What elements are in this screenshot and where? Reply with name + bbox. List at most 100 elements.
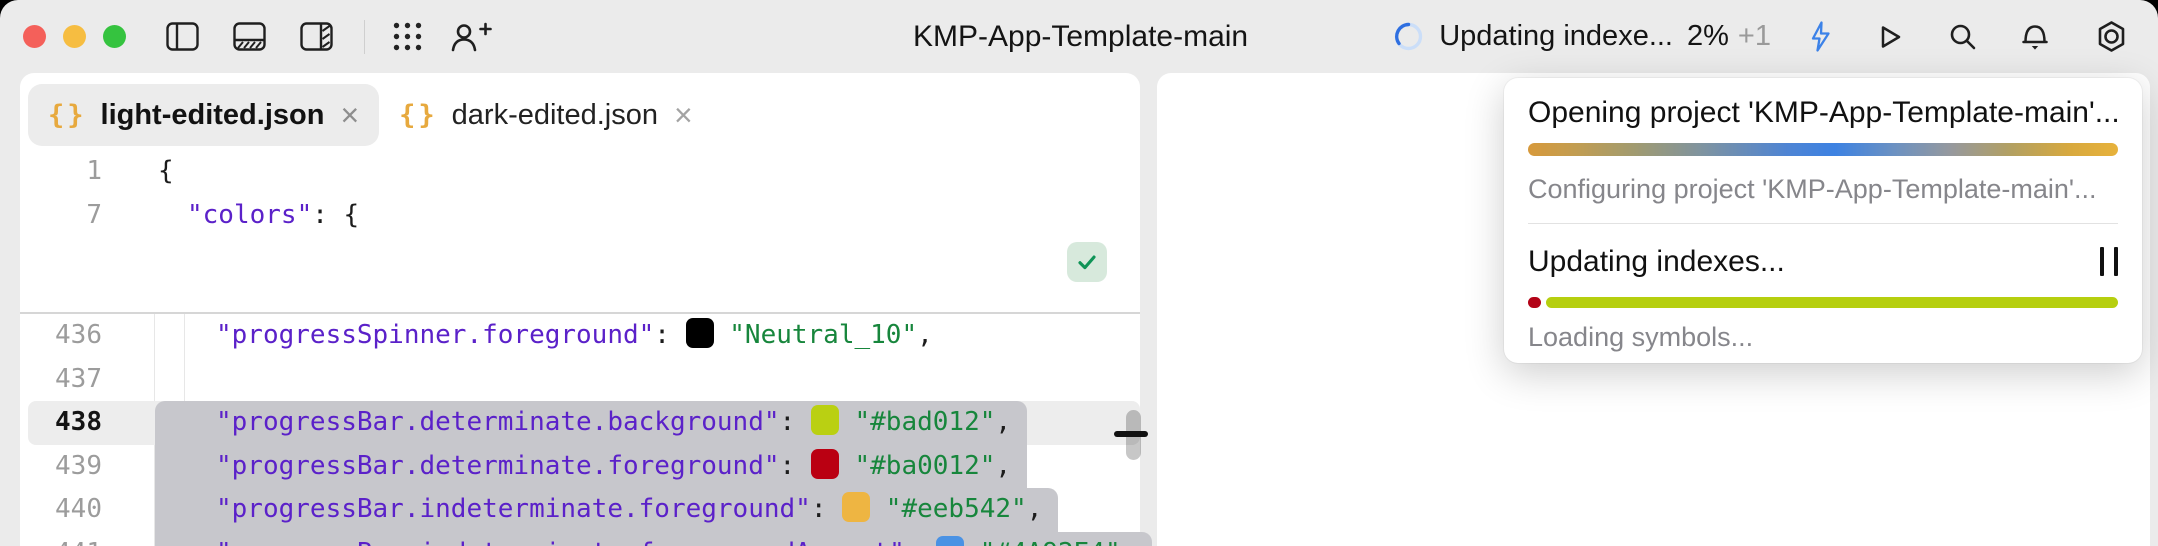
code-token: "#bad012" <box>854 407 996 437</box>
code-line-440[interactable]: 440 "progressBar.indeterminate.foreground… <box>20 488 1140 532</box>
code-token <box>839 407 855 437</box>
quick-actions-bolt-icon[interactable] <box>1807 20 1834 53</box>
code-token: , <box>1026 494 1043 524</box>
color-swatch[interactable] <box>936 535 965 546</box>
notifications-bell-icon[interactable] <box>2021 21 2049 52</box>
checkmark-icon <box>1078 255 1096 270</box>
code-line-441[interactable]: 441 "progressBar.indeterminate.foreground… <box>20 531 1153 546</box>
search-icon[interactable] <box>1948 22 1977 51</box>
invite-collaborator-icon[interactable] <box>448 21 494 53</box>
toggle-left-panel-icon[interactable] <box>166 22 199 51</box>
code-line-content: "progressSpinner.foreground": "Neutral_1… <box>155 314 933 358</box>
code-line-7[interactable]: 7 "colors": { <box>20 194 1140 238</box>
code-token: "progressBar.determinate.background" <box>216 407 780 437</box>
background-task-count-badge: +1 <box>1737 20 1771 52</box>
code-line-436[interactable]: 436 "progressSpinner.foreground": "Neutra… <box>20 314 1140 358</box>
title-bar: KMP-App-Template-main Updating indexe...… <box>0 0 2158 73</box>
code-token: "#4A92E4" <box>980 538 1121 546</box>
tab-light-edited.json[interactable]: {} light-edited.json × <box>28 84 380 146</box>
toolbar-divider <box>364 19 365 54</box>
sticky-lines: 1{7"colors": { <box>20 150 1140 237</box>
task-title: Updating indexes... <box>1528 246 2118 278</box>
code-token: : <box>905 538 936 546</box>
scrollbar-caret-marker <box>1114 431 1148 437</box>
line-number[interactable]: 440 <box>55 494 102 524</box>
code-token: , <box>1121 538 1137 546</box>
tab-close-icon[interactable]: × <box>340 97 360 133</box>
code-token: , <box>917 320 933 350</box>
code-token: : <box>654 320 686 350</box>
tab-bar: {} light-edited.json × {} dark-edited.json × <box>28 84 713 146</box>
background-tasks-spinner-icon <box>1393 21 1424 52</box>
code-token: , <box>995 407 1012 437</box>
task-subtitle: Configuring project 'KMP-App-Template-ma… <box>1528 174 2097 204</box>
sticky-lines-divider <box>20 312 1140 314</box>
code-token <box>870 494 886 524</box>
workspaces-grid-icon[interactable] <box>392 21 423 52</box>
code-line-439[interactable]: 439 "progressBar.determinate.foreground":… <box>20 444 1140 488</box>
code-token: "Neutral_10" <box>729 320 918 350</box>
toggle-bottom-panel-icon[interactable] <box>233 22 266 51</box>
background-task-percent: 2% <box>1687 20 1729 52</box>
code-token: "#ba0012" <box>854 450 996 481</box>
color-swatch[interactable] <box>810 405 839 435</box>
code-token: "progressSpinner.foreground" <box>216 320 655 350</box>
task-title: Opening project 'KMP-App-Template-main'.… <box>1528 96 2120 129</box>
close-window-button[interactable] <box>23 25 46 48</box>
code-line-content: "colors": { <box>155 194 359 238</box>
settings-gear-icon[interactable] <box>2095 20 2128 53</box>
code-line-content <box>155 358 216 402</box>
progress-done-segment <box>1528 297 1541 308</box>
color-swatch[interactable] <box>685 318 714 348</box>
code-editor[interactable]: 1{7"colors": { 436"progressSpinner.foreg… <box>20 150 1153 546</box>
json-file-icon: {} <box>399 99 438 131</box>
code-token: { <box>158 156 174 186</box>
line-number[interactable]: 437 <box>55 363 102 394</box>
tab-label: dark-edited.json <box>451 98 658 131</box>
code-token: "progressBar.indeterminate.foregroundAcc… <box>216 538 905 546</box>
color-swatch[interactable] <box>842 492 871 522</box>
code-token: "#eeb542" <box>885 494 1027 524</box>
code-token: , <box>995 450 1012 481</box>
code-token <box>714 320 730 350</box>
code-token: : <box>779 407 811 437</box>
window-title: KMP-App-Template-main <box>913 19 1249 53</box>
editor-panel: {}light-edited.json×{}dark-edited.json× … <box>20 73 1153 546</box>
line-number[interactable]: 439 <box>55 450 102 481</box>
pause-task-button[interactable] <box>2100 247 2118 276</box>
minimize-window-button[interactable] <box>63 25 86 48</box>
no-problems-check-badge[interactable] <box>1067 242 1107 282</box>
traffic-lights <box>23 0 126 73</box>
code-token: "progressBar.indeterminate.foreground" <box>216 494 811 524</box>
code-line-content: "progressBar.indeterminate.foreground": … <box>155 488 1059 532</box>
code-line-437[interactable]: 437 <box>20 358 1140 402</box>
tab-dark-edited.json[interactable]: {} dark-edited.json × <box>379 84 713 146</box>
zoom-window-button[interactable] <box>103 25 126 48</box>
background-task-status[interactable]: Updating indexe... <box>1439 20 1673 52</box>
tab-label: light-edited.json <box>100 98 325 131</box>
line-number[interactable]: 1 <box>86 156 102 186</box>
run-play-icon[interactable] <box>1874 22 1904 52</box>
line-number[interactable]: 7 <box>86 199 102 230</box>
indeterminate-progress-bar <box>1528 143 2118 156</box>
code-token <box>839 451 855 481</box>
code-token: : <box>779 450 811 481</box>
line-number[interactable]: 438 <box>55 407 102 437</box>
code-line-438[interactable]: 438 "progressBar.determinate.background":… <box>20 401 1140 445</box>
code-token: : <box>810 494 843 524</box>
popup-task-divider <box>1528 223 2118 224</box>
code-line-1[interactable]: 1{ <box>20 150 1140 194</box>
code-line-content: { <box>155 150 174 194</box>
tab-close-icon[interactable]: × <box>674 97 693 133</box>
code-line-content: "progressBar.determinate.foreground": "#… <box>155 444 1028 488</box>
json-file-icon: {} <box>48 99 87 131</box>
code-lines: 436 "progressSpinner.foreground": "Neutra… <box>20 314 1153 546</box>
code-token <box>964 538 980 546</box>
line-number[interactable]: 441 <box>20 532 102 546</box>
toggle-right-panel-icon[interactable] <box>300 22 333 51</box>
code-token: "colors" <box>187 199 313 230</box>
line-number[interactable]: 436 <box>55 320 102 350</box>
color-swatch[interactable] <box>810 448 839 479</box>
determinate-progress-bar <box>1528 297 2118 308</box>
